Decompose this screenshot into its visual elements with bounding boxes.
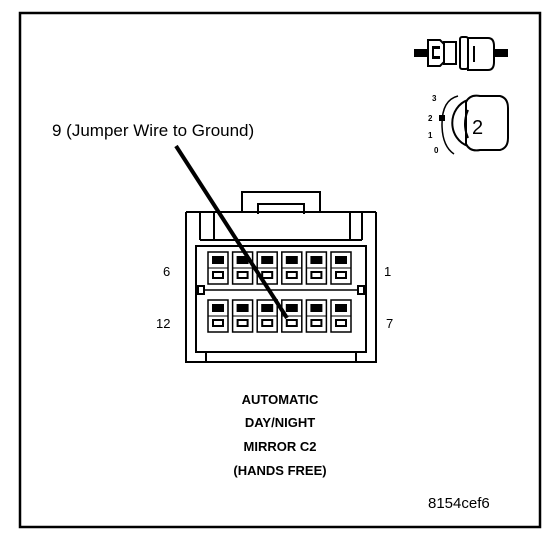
position-scale-0: 0 [434, 146, 439, 155]
terminal-cavities [207, 251, 352, 333]
position-scale-1: 1 [428, 131, 433, 140]
terminal-cavity-10 [256, 299, 278, 333]
connector-halves-icon [414, 36, 508, 71]
diagram-border [18, 11, 542, 529]
position-scale-2: 2 [428, 114, 433, 123]
position-scale-3: 3 [432, 94, 437, 103]
pin-label-7: 7 [386, 316, 393, 331]
figure-id: 8154cef6 [428, 495, 490, 512]
connector-body [185, 191, 377, 363]
callout-label: 9 (Jumper Wire to Ground) [52, 121, 254, 140]
caption-line-4: (HANDS FREE) [233, 463, 326, 478]
terminal-cavity-11 [231, 299, 254, 333]
pin-label-12: 12 [156, 316, 170, 331]
caption-line-1: AUTOMATIC [242, 392, 319, 407]
terminal-cavity-6 [207, 251, 229, 285]
terminal-cavity-2 [305, 251, 328, 285]
caption-line-3: MIRROR C2 [244, 439, 317, 454]
pin-label-1: 1 [384, 264, 391, 279]
caption-line-2: DAY/NIGHT [245, 415, 315, 430]
terminal-cavity-8 [305, 299, 328, 333]
connector-id-badge: 2 [472, 117, 483, 139]
terminal-cavity-9 [281, 299, 303, 333]
terminal-cavity-12 [207, 299, 229, 333]
pin-label-6: 6 [163, 264, 170, 279]
callout-pointer-line [174, 144, 289, 320]
terminal-cavity-7 [330, 299, 352, 333]
terminal-cavity-3 [281, 251, 303, 285]
position-indicator-icon [439, 94, 509, 155]
terminal-cavity-1 [330, 251, 352, 285]
